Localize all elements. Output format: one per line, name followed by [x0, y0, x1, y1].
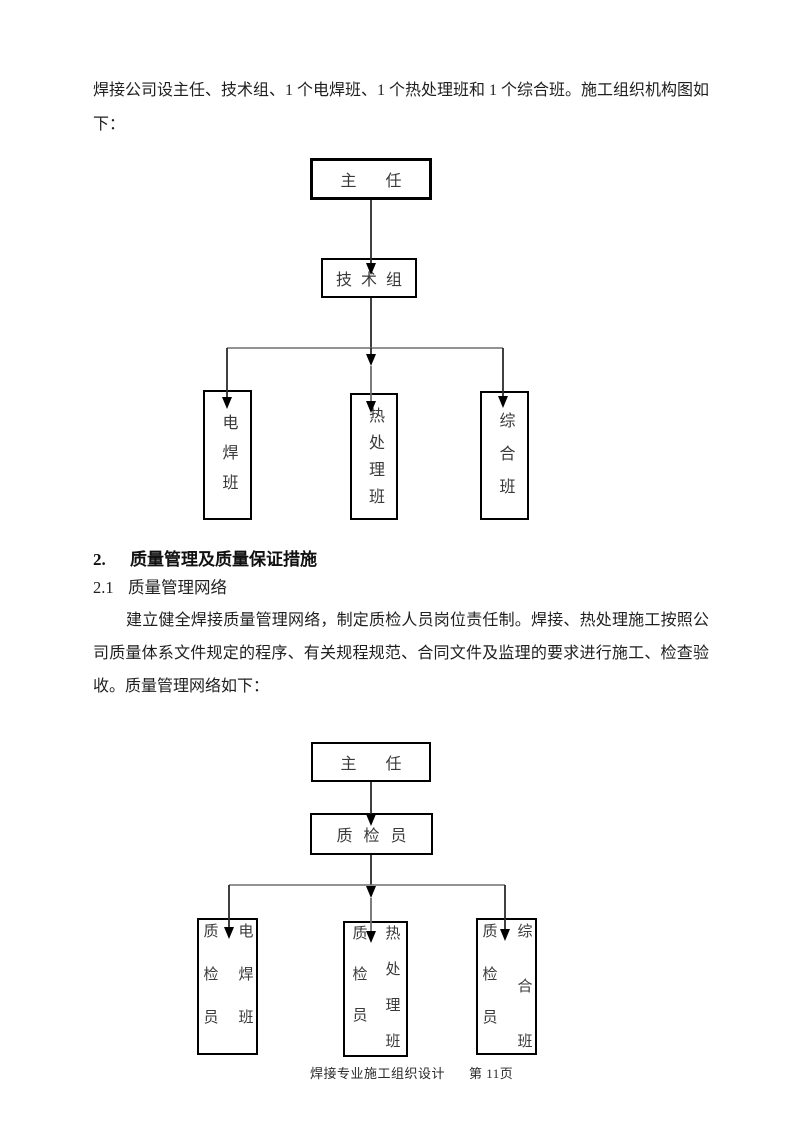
org1-root-label: 主任: [340, 173, 431, 190]
org2-leaf2-inspector-label: 质检员: [350, 925, 367, 1048]
subsection-title: 质量管理网络: [128, 578, 227, 597]
section-title: 质量管理及质量保证措施: [130, 550, 317, 569]
org2-general-class-inspector-box: 质检员 综合班: [476, 918, 537, 1088]
org2-leaf1-inspector-label: 质检员: [201, 923, 218, 1052]
org1-general-class-box: 综合班: [480, 391, 529, 520]
org1-general-class-label: 综合班: [496, 412, 514, 511]
org2-root-label: 主任: [340, 756, 431, 773]
org1-welding-class-box: 电焊班: [203, 390, 252, 520]
section-heading: 2. 质量管理及质量保证措施: [93, 549, 317, 571]
org2-leaf1-class-label: 电焊班: [236, 923, 253, 1052]
section-number: 2.: [93, 550, 106, 569]
org2-inspector-label: 质检员: [336, 828, 418, 845]
org2-root-box-director: 主任: [311, 742, 431, 782]
org1-heat-treatment-class-label: 热处理班: [366, 407, 383, 515]
org2-inspector-box: 质检员: [310, 813, 433, 855]
org2-leaf3-inspector-label: 质检员: [480, 923, 497, 1052]
quality-network-paragraph: 建立健全焊接质量管理网络，制定质检人员岗位责任制。焊接、热处理施工按照公司质量体…: [93, 612, 709, 695]
footer-document-title: 焊接专业施工组织设计: [310, 1066, 446, 1081]
subsection-heading: 2.1 质量管理网络: [93, 577, 227, 599]
org1-technical-group-box: 技术组: [321, 258, 417, 298]
org1-heat-treatment-class-box: 热处理班: [350, 393, 398, 520]
org1-root-box-director: 主任: [310, 158, 432, 200]
org1-welding-class-label: 电焊班: [219, 414, 237, 504]
org2-leaf2-class-label: 热处理班: [383, 925, 400, 1069]
org2-leaf3-class-label: 综合班: [515, 923, 532, 1088]
org1-technical-group-label: 技术组: [335, 272, 411, 289]
footer-page-number: 第 11页: [469, 1066, 514, 1081]
intro-paragraph: 焊接公司设主任、技术组、1 个电焊班、1 个热处理班和 1 个综合班。施工组织机…: [93, 82, 710, 133]
subsection-number: 2.1: [93, 578, 114, 597]
org2-heat-treatment-inspector-box: 质检员 热处理班: [343, 921, 408, 1069]
org2-welding-class-inspector-box: 质检员 电焊班: [197, 918, 258, 1055]
